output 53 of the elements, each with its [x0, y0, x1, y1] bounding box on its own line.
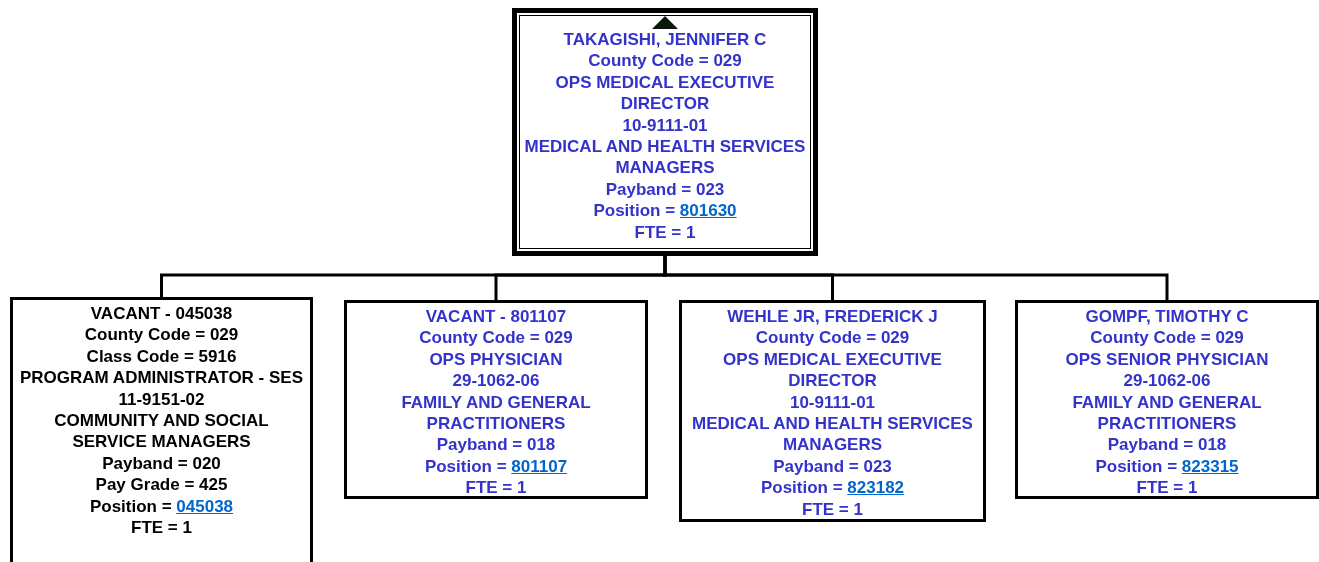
detail-text: 29-1062-06 [451, 370, 541, 392]
detail-text: FTE = 1 [130, 517, 193, 539]
detail-text: OPS PHYSICIAN [428, 348, 564, 371]
detail-text: Position = 823182 [759, 477, 906, 499]
detail-text: Position = 823315 [1094, 455, 1240, 478]
position-link: 823182 [847, 478, 905, 498]
detail-text: County Code = 029 [418, 327, 574, 349]
detail-text: COMMUNITY AND SOCIAL SERVICE MANAGERS [53, 410, 270, 453]
name-text: TAKAGISHI, JENNIFER C [562, 29, 768, 51]
name-text: WEHLE JR, FREDERICK J [726, 306, 939, 328]
position-box [10, 297, 313, 562]
detail-text: Position = 801630 [592, 200, 738, 222]
detail-text: Payband = 023 [604, 178, 726, 201]
detail-text: FTE = 1 [1135, 477, 1199, 499]
connector-line [663, 256, 1169, 300]
detail-text: FAMILY AND GENERAL PRACTITIONERS [1071, 391, 1263, 435]
name-text: GOMPF, TIMOTHY C [1084, 306, 1250, 328]
detail-text: County Code = 029 [587, 50, 743, 72]
detail-text: Class Code = 5916 [85, 345, 238, 368]
position-link: 823315 [1181, 456, 1239, 476]
detail-text: Position = 045038 [88, 495, 235, 518]
detail-text: MEDICAL AND HEALTH SERVICES MANAGERS [691, 413, 974, 456]
position-link: 801630 [679, 201, 737, 221]
detail-text: Payband = 018 [435, 434, 557, 456]
detail-text: 29-1062-06 [1122, 370, 1212, 392]
position-link: 045038 [176, 496, 234, 516]
detail-text: 10-9111-01 [621, 114, 709, 137]
detail-text: FTE = 1 [464, 477, 528, 499]
detail-text: MEDICAL AND HEALTH SERVICES MANAGERS [523, 136, 807, 179]
detail-text: County Code = 029 [1089, 327, 1245, 349]
detail-text: County Code = 029 [83, 324, 240, 346]
detail-text: 10-9111-01 [788, 391, 877, 414]
manager-box [512, 8, 818, 256]
detail-text: Position = 801107 [423, 455, 569, 478]
position-link: 801107 [511, 456, 568, 476]
detail-text: Payband = 023 [772, 455, 893, 478]
detail-text: FAMILY AND GENERAL PRACTITIONERS [400, 391, 592, 435]
position-box [1015, 300, 1319, 499]
detail-text: 11-9151-02 [117, 388, 206, 411]
detail-text: FTE = 1 [801, 498, 864, 521]
detail-text: OPS MEDICAL EXECUTIVE DIRECTOR [554, 71, 776, 115]
position-box [344, 300, 648, 499]
position-box [679, 300, 986, 522]
detail-text: OPS MEDICAL EXECUTIVE DIRECTOR [722, 348, 943, 392]
name-text: VACANT - 801107 [424, 306, 568, 328]
detail-text: Payband = 020 [101, 452, 222, 475]
detail-text: Payband = 018 [1106, 434, 1228, 456]
detail-text: Pay Grade = 425 [94, 474, 229, 496]
detail-text: FTE = 1 [633, 221, 697, 244]
detail-text: OPS SENIOR PHYSICIAN [1064, 348, 1270, 371]
detail-text: County Code = 029 [754, 327, 911, 349]
name-text: VACANT - 045038 [89, 303, 234, 325]
detail-text: PROGRAM ADMINISTRATOR - SES [19, 367, 304, 389]
